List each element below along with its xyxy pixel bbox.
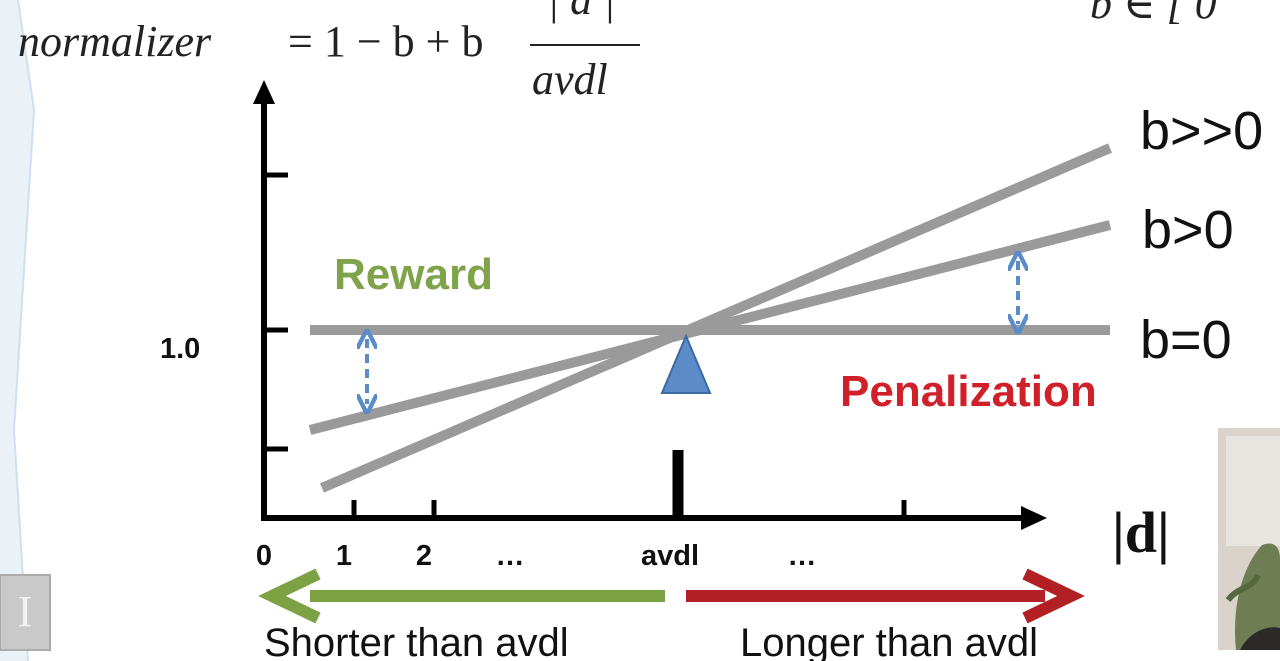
formula-numerator: | d | (547, 0, 615, 24)
penalization-label: Penalization (840, 367, 1097, 416)
i-logo-glyph: I (18, 587, 33, 636)
x-axis-arrowhead (1021, 506, 1047, 530)
x-tick-label: 0 (256, 540, 272, 572)
y-axis-arrowhead (253, 80, 275, 104)
x-tick-label: 2 (416, 540, 432, 572)
formula-corner-text: b ∈ [ 0 (1090, 0, 1217, 28)
line-b-much-greater (320, 143, 1112, 493)
x-tick-label: avdl (641, 540, 699, 572)
y-tick-label: 1.0 (160, 333, 200, 365)
longer-label: Longer than avdl (740, 621, 1038, 661)
x-tick-label: … (496, 540, 525, 572)
formula-rhs: = 1 − b + b (288, 17, 483, 66)
shorter-arrow-head (258, 568, 321, 624)
x-tick-label: 1 (336, 540, 352, 572)
line-label-b-positive: b>0 (1142, 200, 1234, 260)
triangle-pivot-icon (660, 333, 712, 394)
i-logo-icon (0, 574, 51, 651)
webcam-thumbnail (1218, 428, 1280, 650)
formula-lhs: normalizer (18, 17, 212, 66)
longer-arrow-head (1022, 568, 1085, 624)
x-tick-label: … (788, 540, 817, 572)
slide-edge-decoration (0, 0, 34, 661)
formula-denominator: avdl (532, 55, 608, 104)
line-b-positive (308, 220, 1112, 435)
reward-label: Reward (334, 250, 493, 299)
shorter-label: Shorter than avdl (264, 621, 569, 661)
line-label-b-much-greater: b>>0 (1140, 101, 1263, 161)
x-axis-label: |d| (1112, 500, 1170, 565)
line-label-b-zero: b=0 (1140, 310, 1232, 370)
slide-edge-line (12, 0, 36, 661)
